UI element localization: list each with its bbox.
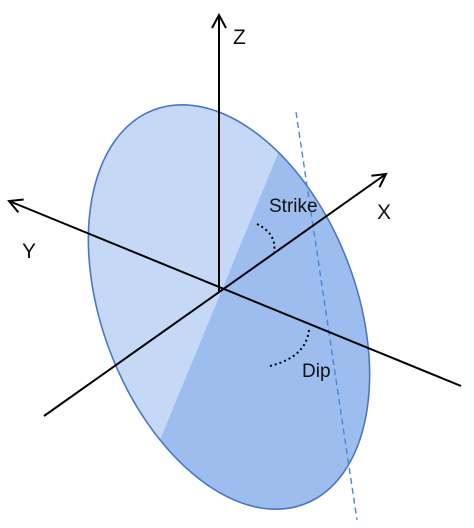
reference-dashed-line xyxy=(295,111,358,521)
dip-angle-label: Dip xyxy=(302,361,331,382)
plane-outline xyxy=(87,104,371,510)
x-axis xyxy=(43,174,386,417)
x-axis-label: X xyxy=(377,201,392,224)
z-axis-label: Z xyxy=(233,26,246,49)
strike-angle-label: Strike xyxy=(269,196,318,217)
y-axis xyxy=(9,201,462,387)
inclined-plane xyxy=(87,100,420,528)
y-axis-label: Y xyxy=(22,240,37,263)
dip-arc xyxy=(269,329,310,367)
